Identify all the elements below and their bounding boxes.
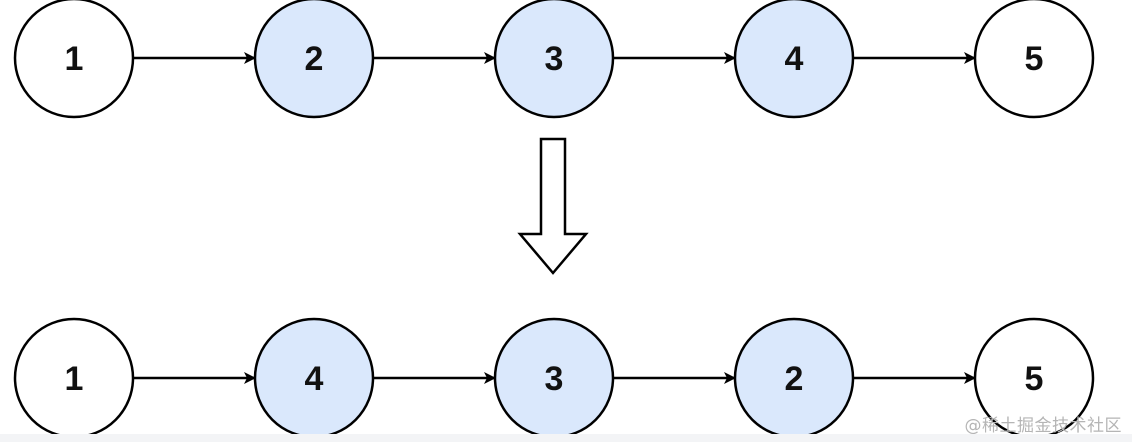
node-value-label: 3 (545, 360, 564, 398)
watermark: @稀土掘金技术社区 (964, 416, 1122, 436)
node-value-label: 4 (305, 360, 324, 398)
node-value-label: 5 (1025, 360, 1044, 398)
node-value-label: 1 (65, 40, 84, 78)
node-circle (13, 0, 135, 119)
list-node: 4 (733, 0, 855, 119)
node-value-label: 1 (65, 360, 84, 398)
node-value-label: 2 (305, 40, 324, 78)
list-node: 5 (973, 317, 1095, 439)
transform-down-arrow (517, 137, 589, 275)
node-circle (973, 0, 1095, 119)
list-row-1: 1 2 3 4 5 (13, 0, 1095, 119)
list-node: 2 (733, 317, 855, 439)
list-node: 1 (13, 0, 135, 119)
node-value-label: 4 (785, 40, 804, 78)
bottom-strip (0, 434, 1132, 442)
list-row-2: 1 4 3 2 5 (13, 317, 1095, 439)
list-node: 1 (13, 317, 135, 439)
highlighted-node-circle (493, 0, 615, 119)
list-node: 3 (493, 0, 615, 119)
list-node: 2 (253, 0, 375, 119)
highlighted-node-circle (733, 0, 855, 119)
highlighted-node-circle (253, 0, 375, 119)
list-node: 5 (973, 0, 1095, 119)
list-node: 3 (493, 317, 615, 439)
node-value-label: 3 (545, 40, 564, 78)
node-value-label: 2 (785, 360, 804, 398)
node-value-label: 5 (1025, 40, 1044, 78)
list-node: 4 (253, 317, 375, 439)
